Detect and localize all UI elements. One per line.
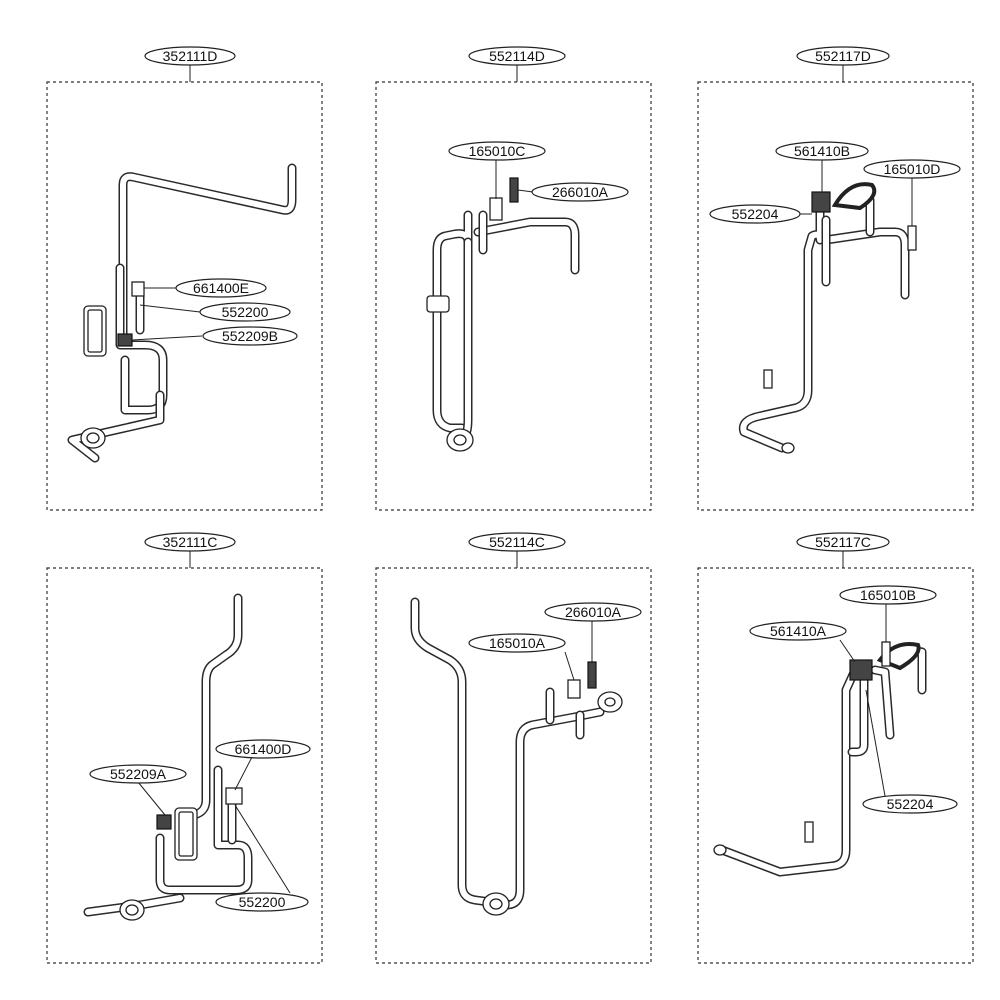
panel-code-text: 352111C [163,534,218,550]
panel-frame [375,81,652,511]
callout-leader [234,804,291,894]
service-port [489,177,519,221]
callout-label[interactable]: 561410B [775,141,869,161]
callout-text: 552204 [887,796,934,812]
callout-leader [131,335,203,341]
callout-label[interactable]: 266010A [531,182,629,202]
callout-label[interactable]: 266010A [544,602,642,622]
muffler [119,899,145,921]
callout-leader [517,189,534,193]
callout-text: 661400D [235,741,292,757]
panel-code-text: 552117C [815,534,871,550]
callout-text: 552209A [110,766,167,782]
callout-label[interactable]: 661400D [215,739,311,759]
callout-leader [139,304,201,313]
panel-top-right: 552117D 561410B [697,46,974,511]
hose-loop [831,182,877,211]
muffler [482,691,623,916]
pipe-end [781,442,795,454]
callout-label[interactable]: 561410A [749,621,847,641]
panel-code-label[interactable]: 552117D [796,46,890,66]
pipe-assembly [67,163,297,463]
service-port [763,225,917,389]
callout-label[interactable]: 661400E [175,278,267,298]
valve-block [811,191,831,213]
valve-fitting [156,787,243,830]
valve-fitting [117,281,145,347]
pipe-end [713,844,727,856]
callout-text: 165010B [860,587,916,603]
callout-label[interactable]: 552204 [862,794,958,814]
pipe-assembly [83,593,253,917]
callout-label[interactable]: 165010D [863,159,961,179]
panel-code-label[interactable]: 352111C [144,532,236,552]
panel-top-left: 352111D 661400E [46,46,323,511]
callout-label[interactable]: 552204 [709,204,801,224]
callout-label[interactable]: 552209A [89,764,187,784]
callout-text: 552204 [732,206,779,222]
panel-frame [375,567,652,964]
callout-leader [865,689,886,797]
callout-text: 552209B [222,328,278,344]
panel-frame [697,81,974,511]
panel-bottom-left: 352111C 661400D [46,532,323,964]
panel-code-text: 552117D [815,48,871,64]
callout-label[interactable]: 552200 [199,302,291,322]
callout-leader [234,756,253,791]
clamp [426,295,450,313]
panel-code-text: 352111D [163,48,218,64]
callout-leader [839,639,856,663]
pipe-assembly [432,210,580,445]
callout-text: 266010A [552,184,609,200]
panel-code-label[interactable]: 352111D [144,46,236,66]
valve-block [849,659,873,681]
panel-code-text: 552114D [489,48,545,64]
callout-text: 552200 [222,304,269,320]
panel-bottom-right: 552117C 165010B [697,532,974,964]
callout-leader [137,781,166,816]
panel-code-label[interactable]: 552114C [468,532,566,552]
callout-text: 165010C [469,143,526,159]
callout-text: 561410B [794,143,850,159]
callout-label[interactable]: 165010C [448,141,546,161]
panel-code-label[interactable]: 552114D [468,46,566,66]
panel-frame [46,567,323,964]
panel-code-label[interactable]: 552117C [796,532,890,552]
callout-text: 552200 [239,894,286,910]
callout-label[interactable]: 165010B [839,585,937,605]
panel-code-text: 552114C [489,534,545,550]
service-port [567,661,597,699]
panel-frame [697,567,974,964]
receiver-drier [83,305,107,357]
callout-text: 165010D [884,161,941,177]
callout-label[interactable]: 552209B [202,326,298,346]
pipe-assembly [738,195,910,453]
callout-text: 561410A [770,623,827,639]
muffler [80,427,106,449]
callout-leader [564,651,575,681]
muffler [446,428,474,452]
pipe-assembly [717,645,927,877]
panel-top-middle: 552114D 165010C [375,46,652,511]
callout-label[interactable]: 552200 [215,892,309,912]
receiver-drier [174,807,198,861]
callout-text: 661400E [193,280,249,296]
callout-label[interactable]: 165010A [468,633,566,653]
callout-text: 165010A [489,635,546,651]
panel-frame [46,81,323,511]
pipe-assembly [410,597,605,910]
panel-bottom-middle: 552114C 266010A [375,532,652,964]
callout-text: 266010A [565,604,622,620]
